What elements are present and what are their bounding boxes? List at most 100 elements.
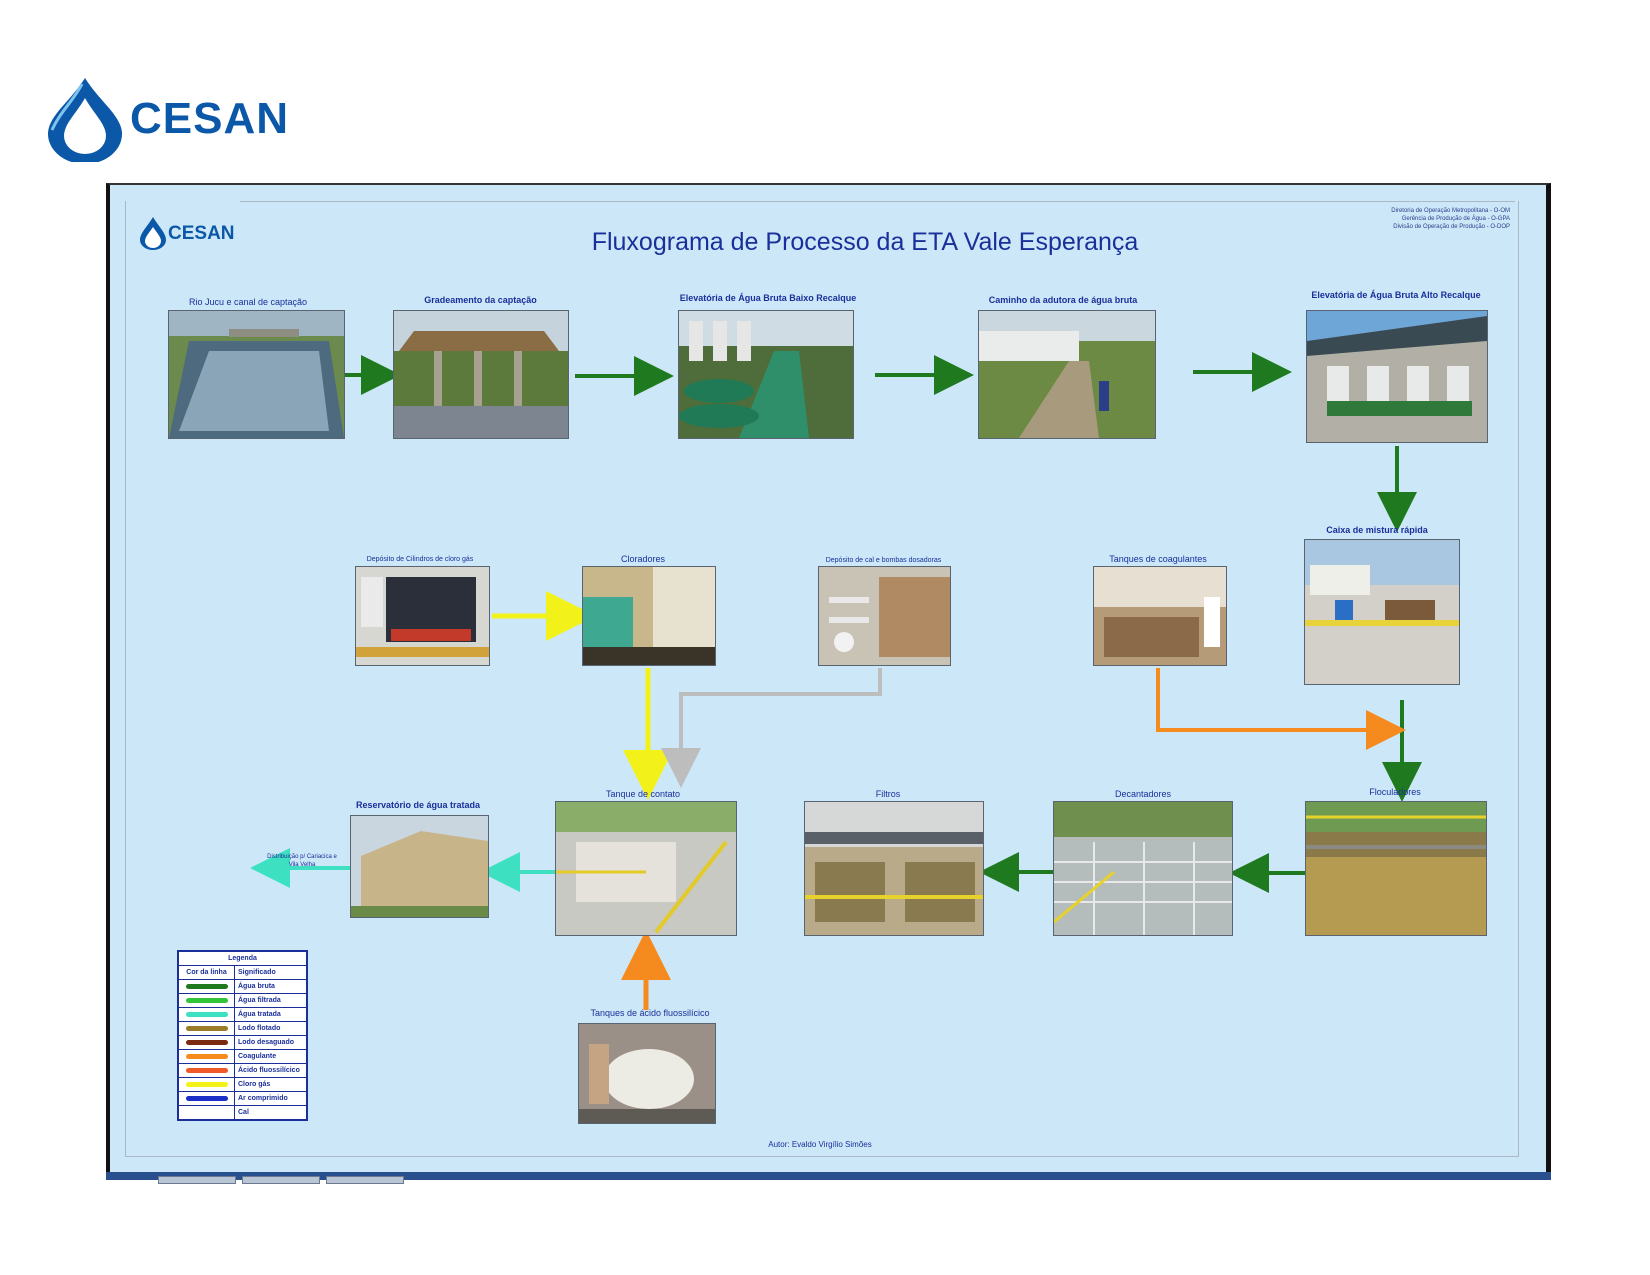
photo-elevatoria-alto [1306,310,1488,443]
legend-row: Água filtrada [179,994,306,1008]
inner-rule [1518,201,1519,1156]
photo-decantadores [1053,801,1233,936]
legend-row: Coagulante [179,1050,306,1064]
photo-rio-jucu [168,310,345,439]
sheet-tab[interactable] [158,1176,236,1184]
legend-swatch [185,1026,228,1031]
legend-col-color: Cor da linha [179,966,235,979]
diagram-title: Fluxograma de Processo da ETA Vale Esper… [591,228,1139,256]
stage-label: Elevatória de Água Bruta Baixo Recalque [679,293,857,303]
stage-label: Gradeamento da captação [424,295,537,305]
legend-swatch [185,984,228,989]
author-credit: Autor: Evaldo Virgílio Simões [768,1140,872,1149]
legend-swatch [185,1040,228,1045]
legend-row: Lodo desaguado [179,1036,306,1050]
legend-swatch-cell [179,1008,235,1021]
org-info-line: Diretoria de Operação Metropolitana - O-… [1391,208,1510,214]
legend-row: Cal [179,1106,306,1119]
legend-swatch-cell [179,980,235,993]
org-info: Diretoria de Operação Metropolitana - O-… [1300,207,1510,231]
legend-swatch-cell [179,1036,235,1049]
arrow-lime [661,668,882,788]
stage-label: Depósito de Cilindros de cloro gás [366,556,474,563]
photo-gradeamento [393,310,569,439]
arrow-coagulant [1156,668,1406,750]
inner-rule [125,1156,1519,1157]
stage-label: Tanque de contato [605,789,681,799]
photo-floculadores [1305,801,1487,936]
water-drop-icon [140,217,166,250]
stage-label: Depósito de cal e bombas dosadoras [825,557,942,564]
stage-label: Floculadores [1369,787,1421,797]
legend-swatch [185,1082,228,1087]
photo-deposito-cal [818,566,951,666]
org-info-line: Divisão de Operação de Produção - O-DOP [1393,224,1510,230]
sheet-tab[interactable] [326,1176,404,1184]
legend-row: Ar comprimido [179,1092,306,1106]
legend-label: Água tratada [238,1011,281,1018]
photo-elevatoria-baixo [678,310,854,439]
legend-swatch-cell [179,1022,235,1035]
photo-tanques-coagulantes [1093,566,1227,666]
legend-label: Lodo flotado [238,1025,281,1032]
legend-row: Cloro gás [179,1078,306,1092]
legend-row: Água tratada [179,1008,306,1022]
legend-row: Água bruta [179,980,306,994]
legend-swatch-cell [179,1106,235,1119]
photo-adutora [978,310,1156,439]
legend-table: Legenda Cor da linha Significado Água br… [177,950,308,1121]
legend-label: Água filtrada [238,997,281,1004]
legend-swatch-cell [179,994,235,1007]
photo-deposito-cloro [355,566,490,666]
stage-label: Tanques de ácido fluossilícico [590,1008,710,1018]
legend-swatch-cell [179,1078,235,1091]
legend-label: Lodo desaguado [238,1039,294,1046]
stage-label: Filtros [875,789,901,799]
stage-label: Reservatório de água tratada [355,800,481,810]
stage-label: Caminho da adutora de água bruta [988,295,1138,305]
legend-col-meaning: Significado [238,969,276,976]
stage-label: Cloradores [620,554,666,564]
legend-swatch [185,1068,228,1073]
photo-acido-fluossilicico [578,1023,716,1124]
inner-rule [240,201,1515,202]
sheet-tab[interactable] [242,1176,320,1184]
mini-cesan-logo: CESAN [138,215,248,255]
org-info-line: Gerência de Produção de Água - O-GPA [1401,216,1510,222]
distribution-label: Distribuição p/ Cariacica e Vila Velha [267,854,337,868]
legend-row: Lodo flotado [179,1022,306,1036]
legend-swatch [185,998,228,1003]
legend-label: Cloro gás [238,1081,271,1088]
photo-tanque-contato [555,801,737,936]
stage-label: Elevatória de Água Bruta Alto Recalque [1311,290,1481,300]
stage-label: Decantadores [1114,789,1172,799]
frame-bottom-bar [106,1172,1551,1180]
legend-swatch-cell [179,1064,235,1077]
legend-label: Água bruta [238,983,275,990]
mini-brand-name: CESAN [168,223,235,244]
photo-cloradores [582,566,716,666]
photo-filtros [804,801,984,936]
brand-name: CESAN [130,94,290,143]
legend-label: Ar comprimido [238,1095,288,1102]
stage-label: Rio Jucu e canal de captação [188,297,308,307]
legend-header-row: Cor da linha Significado [179,966,306,980]
photo-reservatorio [350,815,489,918]
legend-label: Ácido fluossilícico [238,1067,300,1074]
legend-swatch [185,1096,228,1101]
photo-mistura-rapida [1304,539,1460,685]
legend-swatch [185,1054,228,1059]
cesan-logo: CESAN [40,72,340,164]
inner-rule [125,201,126,1156]
legend-label: Cal [238,1109,249,1116]
legend-row: Ácido fluossilícico [179,1064,306,1078]
legend-label: Coagulante [238,1053,277,1060]
legend-title: Legenda [179,952,306,966]
legend-swatch-cell [179,1092,235,1105]
legend-swatch-cell [179,1050,235,1063]
legend-swatch [185,1012,228,1017]
stage-label: Tanques de coagulantes [1109,554,1207,564]
stage-label: Caixa de mistura rápida [1326,525,1428,535]
water-drop-icon [48,78,122,164]
